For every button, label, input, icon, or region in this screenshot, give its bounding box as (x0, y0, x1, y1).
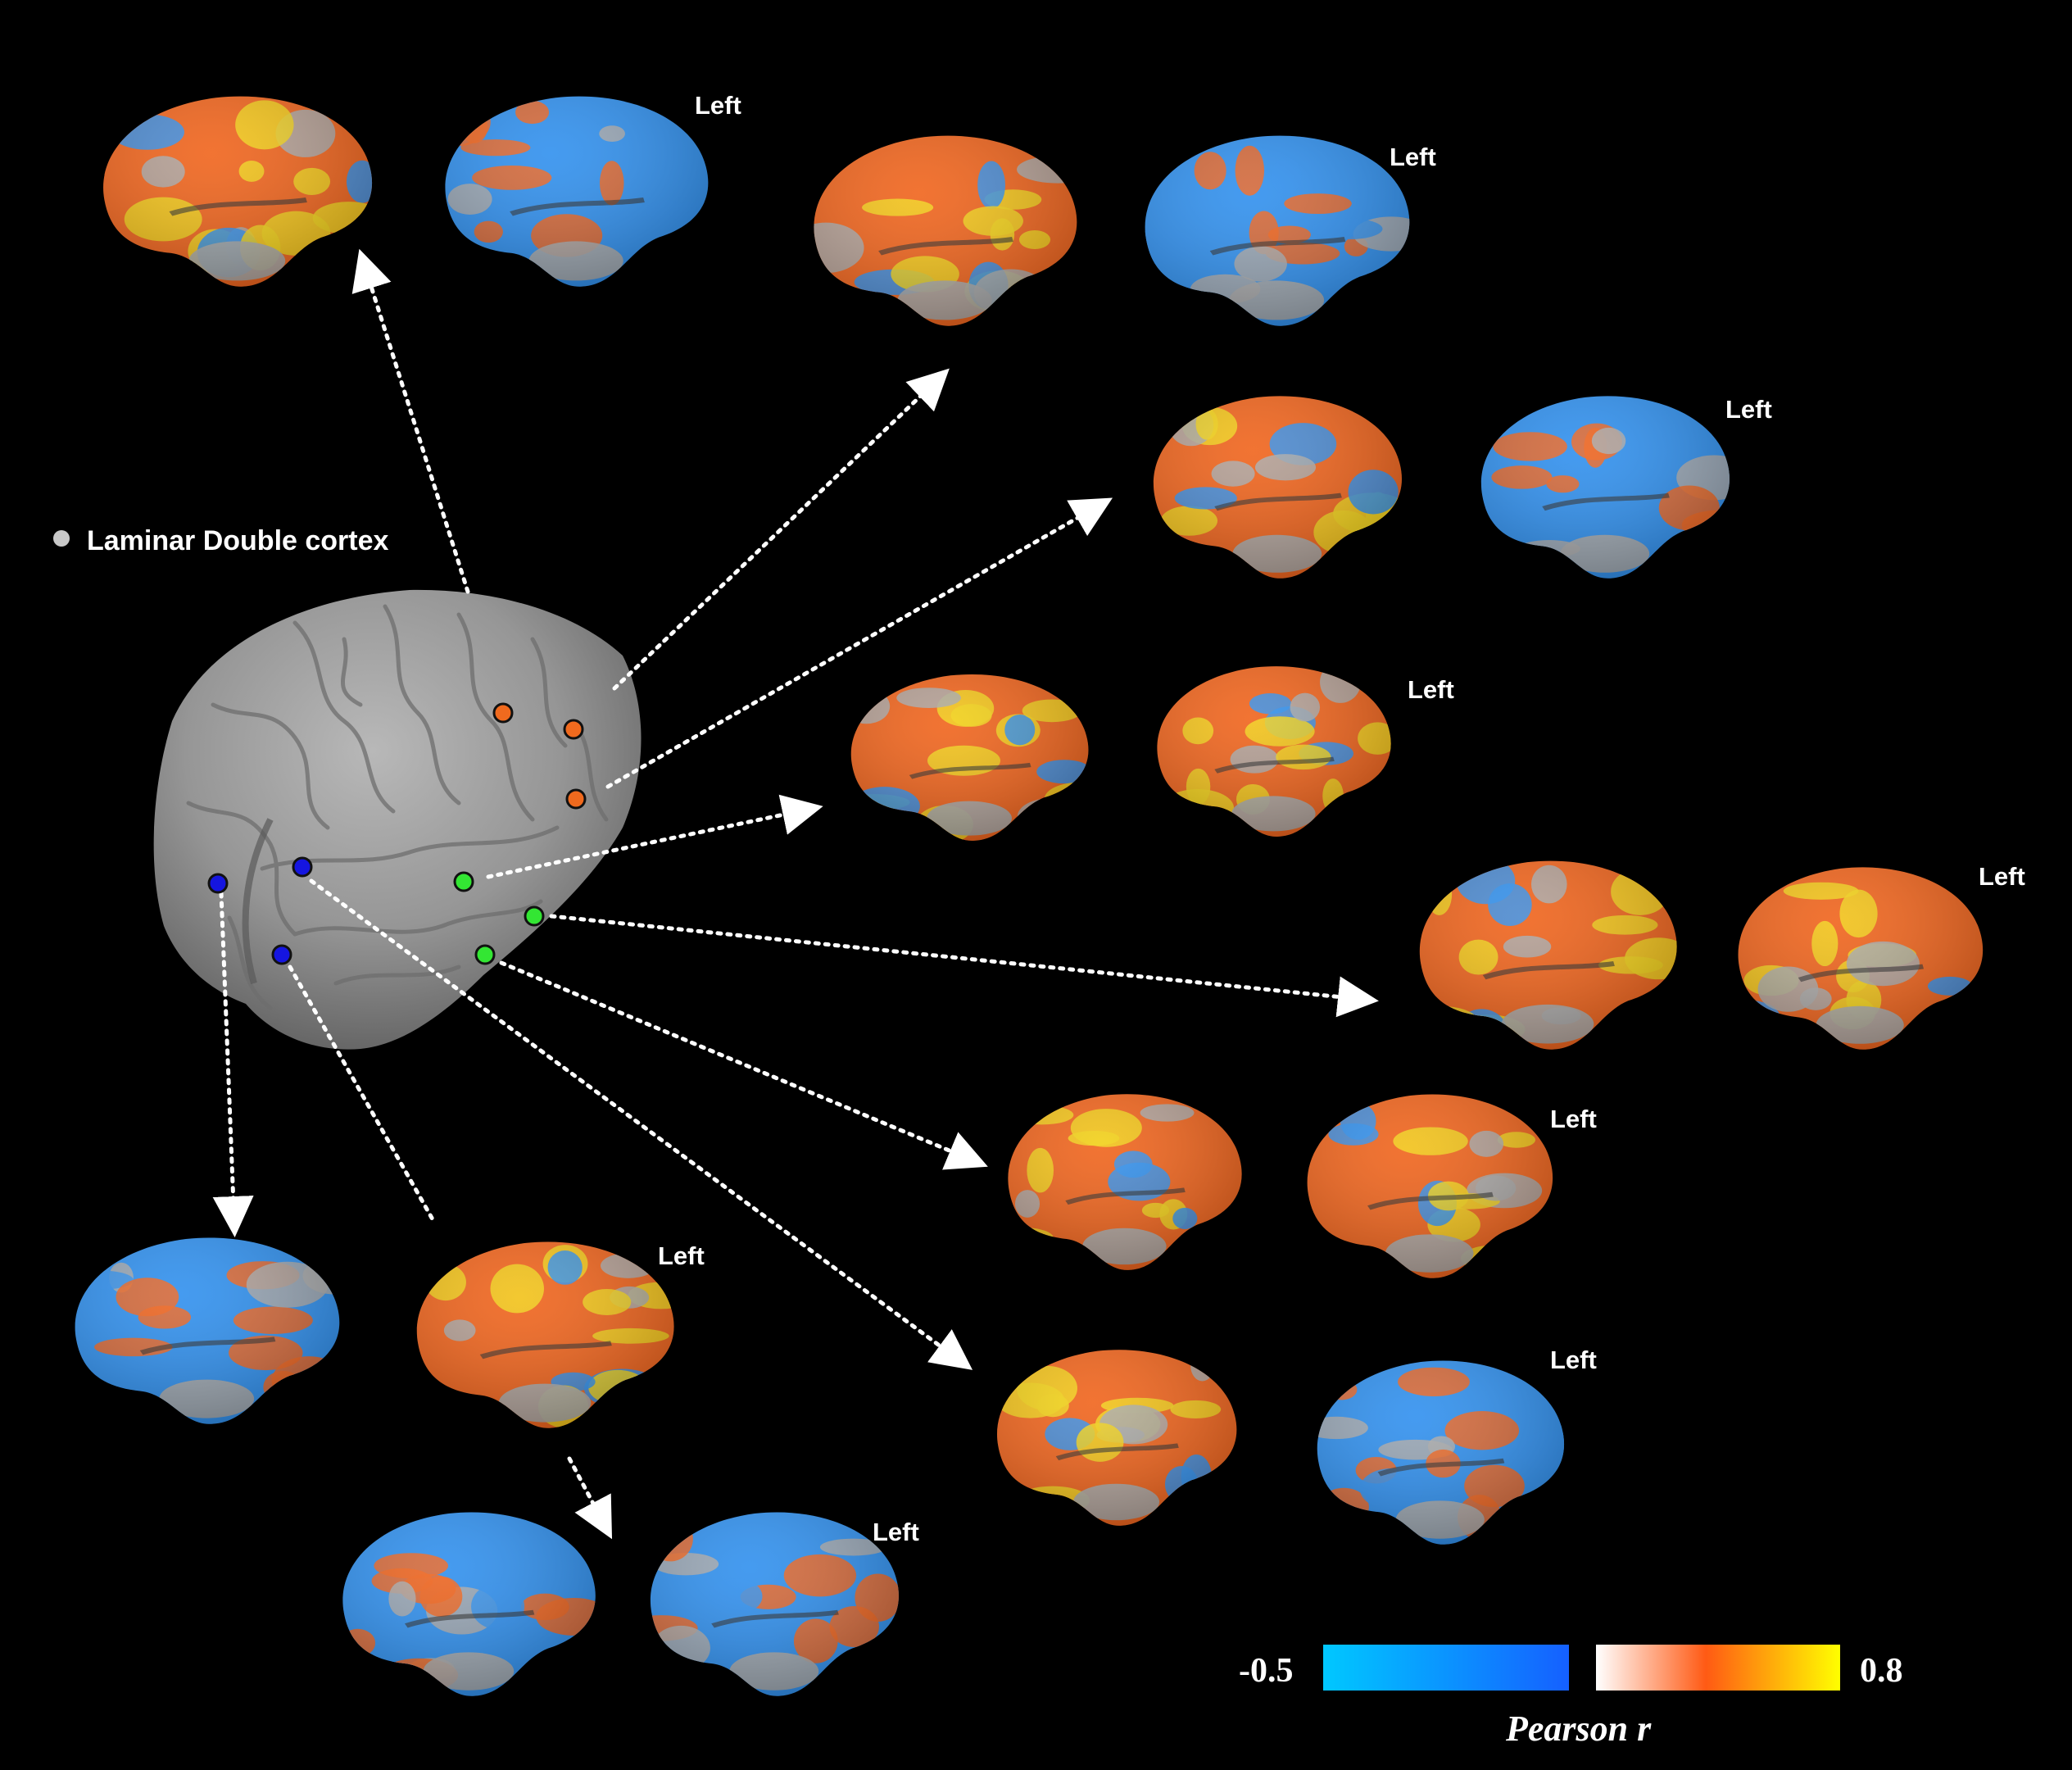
connectivity-map-brain (1317, 1360, 1565, 1545)
left-label-7: Left (658, 1241, 705, 1270)
central-brain (153, 589, 642, 1050)
left-label-6: Left (1550, 1105, 1597, 1133)
colorbar-positive (1596, 1645, 1840, 1691)
central-brain-surface (153, 589, 642, 1050)
connectivity-map-brain (814, 135, 1077, 326)
connectivity-map-brain (75, 1237, 340, 1424)
seed-temporal-2 (524, 905, 545, 927)
connector-arrows (212, 248, 1379, 1540)
connectivity-map-brain (416, 1241, 674, 1428)
arrow-temporal-2 (549, 914, 1379, 1018)
left-label-8: Left (1550, 1346, 1597, 1374)
connectivity-map-brain (650, 1512, 899, 1696)
arrow-frontal-2 (612, 368, 950, 691)
arrow-frontal-3 (605, 497, 1113, 789)
connectivity-map-brain (850, 674, 1089, 841)
left-label-9: Left (873, 1518, 919, 1546)
arrow-frontal-1 (351, 248, 470, 594)
connectivity-map-brain (1153, 396, 1402, 579)
connectivity-map-brain (996, 1350, 1237, 1526)
connectivity-map-brain (1145, 135, 1410, 326)
colorbar-max-label: 0.8 (1860, 1652, 1903, 1690)
connectivity-map-brain (445, 96, 709, 287)
seed-temporal-3 (474, 944, 496, 965)
central-brain-gyri (186, 604, 609, 1010)
left-label-3: Left (1725, 395, 1772, 424)
left-label-1: Left (695, 91, 741, 120)
seed-temporal-1 (453, 871, 474, 892)
arrow-occipital-3 (288, 964, 435, 1222)
arrow-occipital-1 (309, 878, 973, 1370)
connectivity-map-brain (1008, 1094, 1242, 1270)
seed-frontal-1 (492, 702, 514, 724)
seed-frontal-3 (565, 788, 587, 810)
arrow-temporal-3 (499, 960, 988, 1170)
legend: Laminar Double cortex (53, 525, 389, 556)
left-label-5: Left (1979, 862, 2025, 891)
connectivity-map-brain (1419, 860, 1677, 1050)
legend-dot (53, 530, 70, 547)
arrow-occipital-2 (212, 891, 254, 1237)
colorbar-title: Pearson r (1505, 1709, 1652, 1749)
arrow-temporal-1 (486, 794, 823, 879)
seed-points (207, 702, 587, 965)
arrow-bottom (567, 1456, 613, 1540)
connectivity-map-brain (1738, 867, 1984, 1050)
connectivity-map-brain (1157, 666, 1391, 837)
left-label-2: Left (1390, 143, 1436, 171)
seed-occipital-3 (271, 944, 292, 965)
legend-label: Laminar Double cortex (87, 525, 389, 556)
connectivity-map-brain (342, 1512, 596, 1696)
hemisphere-labels: Left Left Left Left Left Left Left Left … (658, 91, 2025, 1546)
seed-occipital-2 (292, 856, 313, 878)
connectivity-map-brain (103, 96, 373, 287)
seed-occipital-1 (207, 873, 229, 894)
seed-frontal-2 (563, 719, 584, 740)
colorbar-negative (1323, 1645, 1569, 1691)
left-label-4: Left (1408, 675, 1454, 704)
connectivity-map-brain (1480, 396, 1730, 579)
colorbar-min-label: -0.5 (1239, 1652, 1294, 1690)
colorbar: -0.5 0.8 Pearson r (1239, 1645, 1903, 1749)
connectivity-map-brain (1307, 1094, 1553, 1278)
